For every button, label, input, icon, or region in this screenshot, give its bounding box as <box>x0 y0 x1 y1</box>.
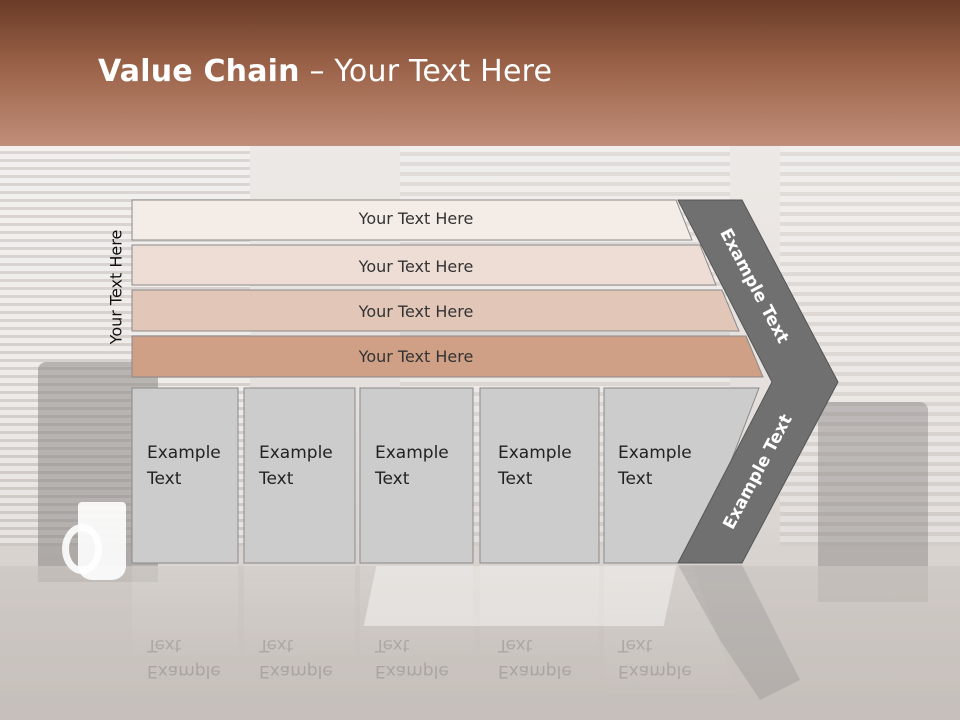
box-2 <box>243 387 356 564</box>
box-3-line1: Example <box>375 443 449 463</box>
box-1-reflection <box>132 565 238 665</box>
box-4-reflection <box>480 565 599 665</box>
band-4-label: Your Text Here <box>358 347 474 366</box>
band-1-label: Your Text Here <box>358 209 474 228</box>
band-4 <box>131 335 764 378</box>
box-2-line2: Text <box>259 469 294 489</box>
box-3-line2: Text <box>375 469 410 489</box>
coffee-mug <box>78 502 126 580</box>
title-bold: Value Chain <box>98 54 300 89</box>
box-5-line2: Text <box>618 469 653 489</box>
box-1 <box>131 387 239 564</box>
box-4-line2: Text <box>498 469 533 489</box>
band-3 <box>131 289 740 332</box>
box-5-line1: Example <box>618 443 692 463</box>
chevron-reflection <box>678 565 800 700</box>
band-1 <box>131 199 693 241</box>
box-2-reflection <box>244 565 355 665</box>
box-4-line1: Example <box>498 443 572 463</box>
title-rest: – Your Text Here <box>299 54 553 89</box>
box-5-reflection <box>604 565 740 700</box>
vertical-axis-label: Your Text Here <box>106 229 126 345</box>
band-3-label: Your Text Here <box>358 302 474 321</box>
box-3-reflection <box>360 565 473 665</box>
diagram-reflection <box>132 565 800 700</box>
page-title: Value Chain – Your Text Here <box>98 54 552 89</box>
chevron-arrow <box>677 199 839 564</box>
band-2 <box>131 244 717 286</box>
box-2-line1: Example <box>259 443 333 463</box>
box-4 <box>479 387 600 564</box>
title-bar <box>0 0 960 146</box>
box-3 <box>359 387 474 564</box>
box-1-line1: Example <box>147 443 221 463</box>
box-1-line2: Text <box>147 469 182 489</box>
band-2-label: Your Text Here <box>358 257 474 276</box>
